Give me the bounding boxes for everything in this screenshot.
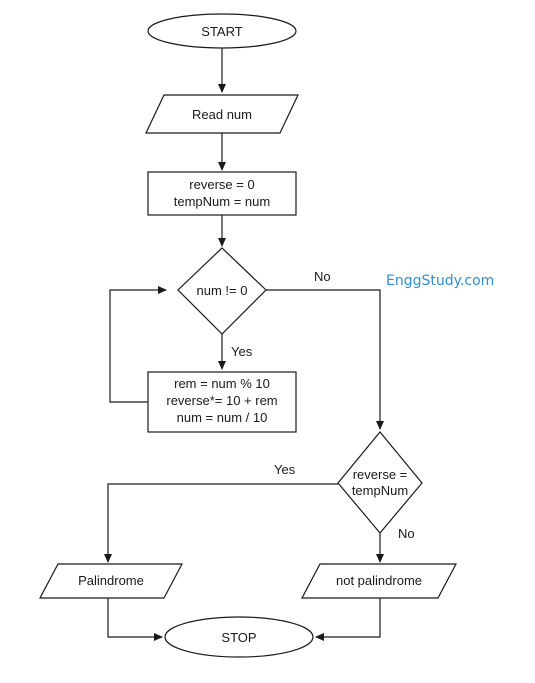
loop-yes-label: Yes bbox=[231, 344, 253, 359]
loop-body-line-3: num = num / 10 bbox=[177, 410, 268, 425]
compare-no-label: No bbox=[398, 526, 415, 541]
edge-body-back-to-loop bbox=[109, 286, 167, 403]
read-input-box: Read num bbox=[145, 94, 299, 134]
connectors bbox=[104, 48, 384, 641]
compare-line-1: reverse = bbox=[353, 467, 408, 482]
loop-condition-decision: num != 0 bbox=[177, 247, 267, 335]
palindrome-output-box: Palindrome bbox=[39, 563, 183, 599]
compare-decision: reverse = tempNum bbox=[337, 431, 423, 534]
init-process-box: reverse = 0 tempNum = num bbox=[147, 171, 297, 216]
not-palindrome-output-box: not palindrome bbox=[301, 563, 457, 599]
compare-yes-label: Yes bbox=[274, 462, 296, 477]
edge-loop-no-to-compare bbox=[266, 289, 384, 430]
start-label: START bbox=[201, 24, 242, 39]
stop-label: STOP bbox=[221, 630, 256, 645]
edge-not-palindrome-to-stop bbox=[315, 598, 381, 641]
not-palindrome-label: not palindrome bbox=[336, 573, 422, 588]
loop-body-line-2: reverse*= 10 + rem bbox=[166, 393, 277, 408]
start-terminal: START bbox=[147, 13, 297, 49]
read-input-label: Read num bbox=[192, 107, 252, 122]
edge-palindrome-to-stop bbox=[107, 598, 163, 641]
loop-body-box: rem = num % 10 reverse*= 10 + rem num = … bbox=[147, 371, 297, 433]
loop-no-label: No bbox=[314, 269, 331, 284]
init-line-1: reverse = 0 bbox=[189, 177, 254, 192]
palindrome-label: Palindrome bbox=[78, 573, 144, 588]
stop-terminal: STOP bbox=[164, 616, 314, 658]
loop-condition-label: num != 0 bbox=[197, 283, 248, 298]
watermark-text: EnggStudy.com bbox=[386, 273, 494, 289]
loop-body-line-1: rem = num % 10 bbox=[174, 376, 270, 391]
compare-line-2: tempNum bbox=[352, 483, 408, 498]
init-line-2: tempNum = num bbox=[174, 194, 270, 209]
edge-compare-yes-to-palindrome bbox=[104, 483, 338, 563]
